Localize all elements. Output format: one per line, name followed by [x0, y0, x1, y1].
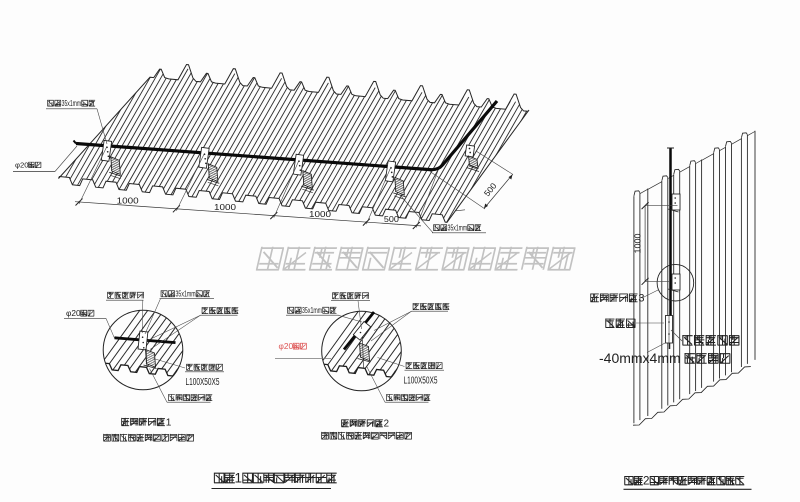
svg-text:3: 3 — [638, 293, 644, 305]
svg-text:2: 2 — [384, 419, 389, 430]
svg-text:-40mmx4mm: -40mmx4mm — [599, 350, 681, 366]
svg-text:L100X50X5: L100X50X5 — [186, 377, 220, 388]
svg-text:φ20: φ20 — [66, 308, 81, 318]
svg-text:1: 1 — [166, 417, 172, 428]
svg-text:φ20: φ20 — [279, 341, 294, 351]
svg-text:1000: 1000 — [214, 203, 237, 212]
svg-text:1000: 1000 — [117, 196, 140, 205]
svg-text:1: 1 — [235, 471, 243, 486]
svg-text:500: 500 — [384, 215, 400, 224]
svg-text:35x1mm: 35x1mm — [302, 305, 322, 315]
svg-text:φ20: φ20 — [15, 161, 29, 170]
svg-text:L100X50X5: L100X50X5 — [404, 376, 438, 387]
svg-text:35x1mm: 35x1mm — [448, 222, 468, 232]
svg-text:2: 2 — [643, 475, 649, 488]
svg-text:1000: 1000 — [633, 233, 643, 253]
svg-text:1000: 1000 — [309, 210, 332, 219]
svg-text:35x1mm: 35x1mm — [62, 98, 82, 108]
svg-text:35x1mm: 35x1mm — [176, 289, 196, 299]
